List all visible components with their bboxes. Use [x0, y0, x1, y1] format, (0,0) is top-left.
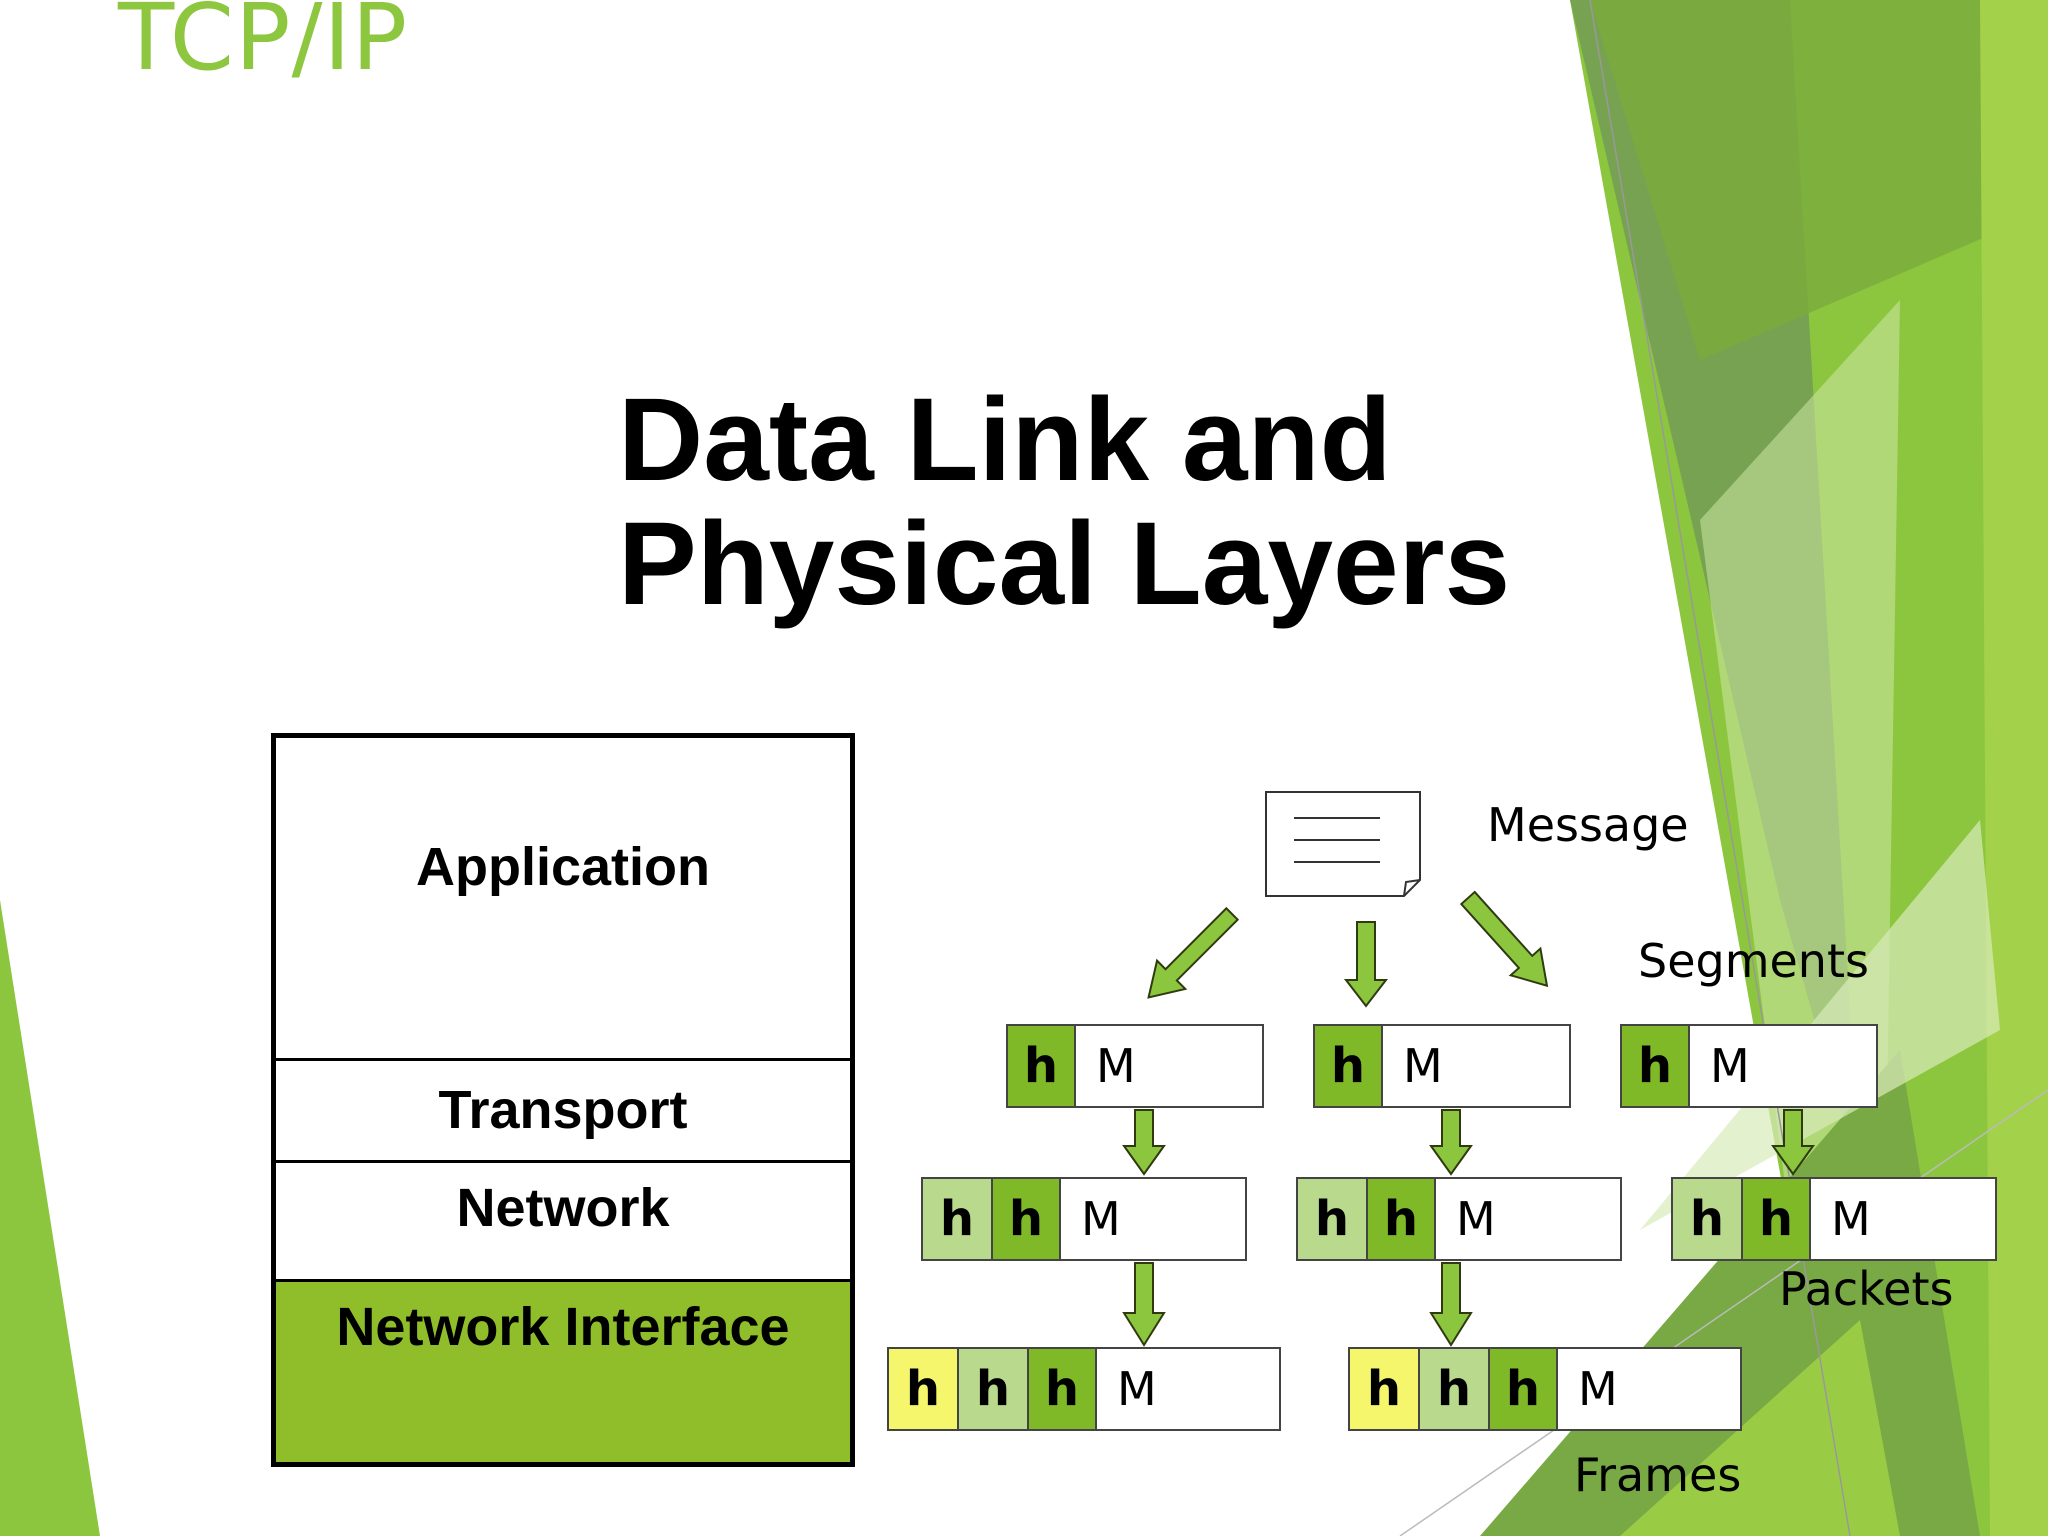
- segment-1-payload: M: [1096, 1039, 1136, 1093]
- deco-facet-left: [0, 900, 100, 1536]
- segment-2-payload: M: [1403, 1039, 1443, 1093]
- packet-1: h h M: [921, 1177, 1247, 1261]
- deco-line-1: [1589, 0, 1851, 1536]
- segment-2: h M: [1313, 1024, 1571, 1108]
- segment-3-payload: M: [1710, 1039, 1750, 1093]
- layer-network-interface: Network Interface: [276, 1282, 850, 1462]
- frame-1: h h h M: [887, 1347, 1281, 1431]
- packet-1-header-network: h: [923, 1179, 993, 1259]
- frame-2: h h h M: [1348, 1347, 1742, 1431]
- frame-1-header-network: h: [959, 1349, 1029, 1429]
- packet-1-payload: M: [1081, 1192, 1121, 1246]
- segment-1: h M: [1006, 1024, 1264, 1108]
- frame-2-header-link: h: [1350, 1349, 1420, 1429]
- tcpip-layer-stack: Application Transport Network Network In…: [271, 733, 855, 1467]
- corner-title: TCP/IP: [118, 0, 409, 91]
- packet-2-header-transport: h: [1368, 1179, 1436, 1259]
- deco-facet-top: [1590, 0, 2048, 360]
- message-document-icon: [1265, 791, 1421, 897]
- packet-2-header-network: h: [1298, 1179, 1368, 1259]
- layer-network: Network: [276, 1163, 850, 1282]
- label-message: Message: [1487, 798, 1689, 852]
- segment-1-header: h: [1008, 1026, 1076, 1106]
- frame-1-header-transport: h: [1029, 1349, 1097, 1429]
- packet-3-header-network: h: [1673, 1179, 1743, 1259]
- packet-3-header-transport: h: [1743, 1179, 1811, 1259]
- layer-transport: Transport: [276, 1061, 850, 1163]
- layer-application: Application: [276, 738, 850, 1061]
- packet-3-payload: M: [1831, 1192, 1871, 1246]
- packet-2-payload: M: [1456, 1192, 1496, 1246]
- page-title-line-1: Data Link and: [618, 374, 1392, 506]
- deco-facet-edge: [1980, 0, 2048, 1536]
- frame-1-header-link: h: [889, 1349, 959, 1429]
- packet-3: h h M: [1671, 1177, 1997, 1261]
- deco-line-2: [1399, 1089, 2048, 1536]
- deco-facet-bottom-light: [1620, 1320, 1900, 1536]
- frame-1-payload: M: [1117, 1362, 1157, 1416]
- label-segments: Segments: [1638, 934, 1869, 988]
- label-packets: Packets: [1779, 1262, 1954, 1316]
- packet-1-header-transport: h: [993, 1179, 1061, 1259]
- segment-2-header: h: [1315, 1026, 1383, 1106]
- page-title: Data Link and Physical Layers: [618, 378, 1510, 626]
- frame-2-header-network: h: [1420, 1349, 1490, 1429]
- packet-2: h h M: [1296, 1177, 1622, 1261]
- frame-2-header-transport: h: [1490, 1349, 1558, 1429]
- page-title-line-2: Physical Layers: [618, 498, 1511, 630]
- frame-2-payload: M: [1578, 1362, 1618, 1416]
- segment-3: h M: [1620, 1024, 1878, 1108]
- segment-3-header: h: [1622, 1026, 1690, 1106]
- label-frames: Frames: [1574, 1448, 1742, 1502]
